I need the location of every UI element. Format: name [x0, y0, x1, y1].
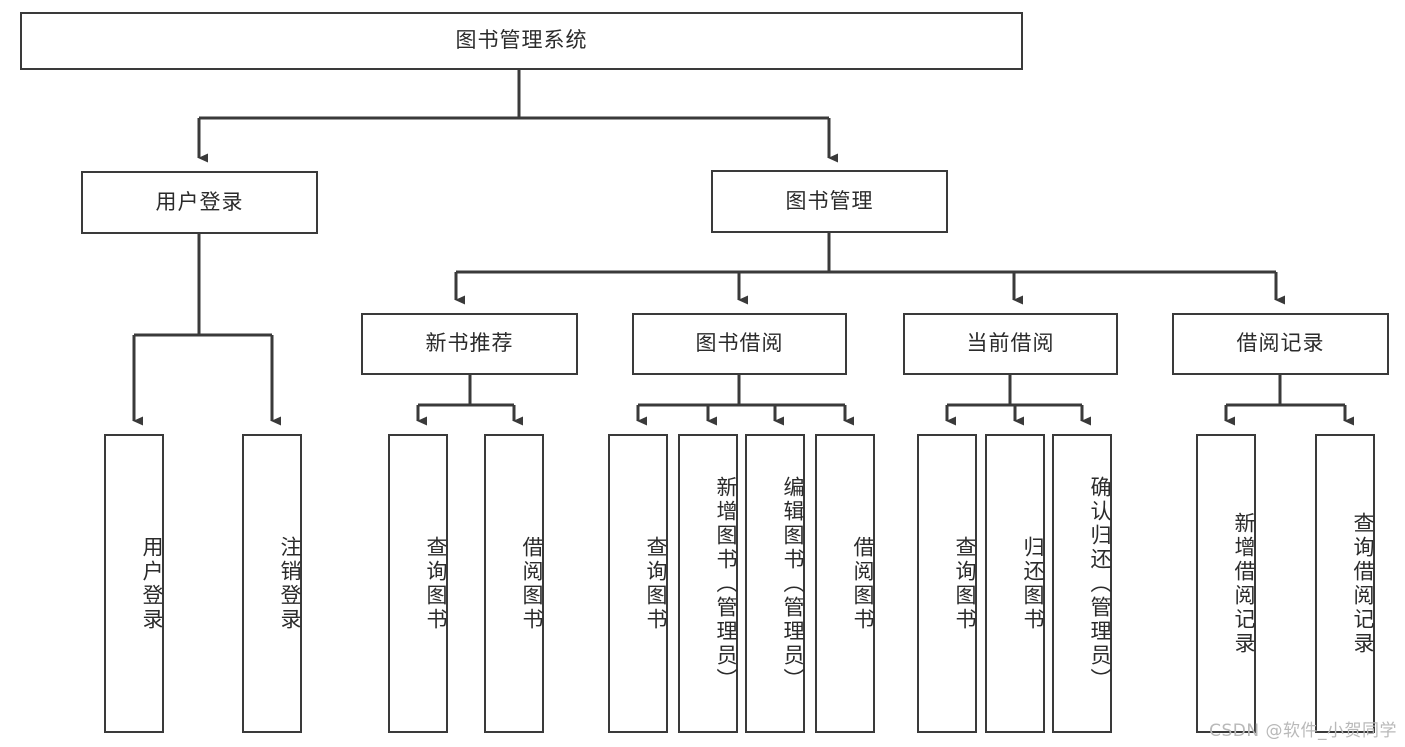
leaf-borrow-edit-book[interactable]: 编辑图书（管理员）	[745, 434, 805, 733]
node-current-borrow-label: 当前借阅	[966, 331, 1055, 356]
leaf-current-query-book[interactable]: 查询图书	[917, 434, 977, 733]
node-user-login[interactable]: 用户登录	[81, 171, 318, 234]
leaf-user-login-logout-label: 注销登录	[278, 535, 302, 632]
leaf-record-add[interactable]: 新增借阅记录	[1196, 434, 1256, 733]
node-new-book-recommend-label: 新书推荐	[425, 331, 514, 356]
leaf-current-return-book[interactable]: 归还图书	[985, 434, 1045, 733]
leaf-current-confirm-return[interactable]: 确认归还（管理员）	[1052, 434, 1112, 733]
node-borrow-record[interactable]: 借阅记录	[1172, 313, 1389, 375]
node-root-label: 图书管理系统	[455, 28, 588, 53]
leaf-borrow-query-book-label: 查询图书	[644, 535, 668, 632]
node-borrow-record-label: 借阅记录	[1236, 331, 1325, 356]
leaf-borrow-edit-book-label: 编辑图书（管理员）	[781, 475, 805, 692]
node-book-borrow[interactable]: 图书借阅	[632, 313, 847, 375]
leaf-borrow-borrow-book[interactable]: 借阅图书	[815, 434, 875, 733]
node-book-borrow-label: 图书借阅	[695, 331, 784, 356]
node-user-login-label: 用户登录	[155, 189, 244, 214]
leaf-current-query-book-label: 查询图书	[953, 535, 977, 632]
leaf-borrow-add-book[interactable]: 新增图书（管理员）	[678, 434, 738, 733]
leaf-borrow-add-book-label: 新增图书（管理员）	[714, 475, 738, 692]
leaf-new-book-query-label: 查询图书	[424, 535, 448, 632]
node-root[interactable]: 图书管理系统	[20, 12, 1023, 70]
leaf-new-book-borrow[interactable]: 借阅图书	[484, 434, 544, 733]
leaf-user-login-login-label: 用户登录	[140, 535, 164, 632]
leaf-current-return-book-label: 归还图书	[1021, 535, 1045, 632]
leaf-record-query-label: 查询借阅记录	[1351, 511, 1375, 656]
node-book-management[interactable]: 图书管理	[711, 170, 948, 233]
leaf-record-add-label: 新增借阅记录	[1232, 511, 1256, 656]
node-new-book-recommend[interactable]: 新书推荐	[361, 313, 578, 375]
node-current-borrow[interactable]: 当前借阅	[903, 313, 1118, 375]
leaf-current-confirm-return-label: 确认归还（管理员）	[1088, 475, 1112, 692]
node-book-management-label: 图书管理	[785, 188, 874, 213]
leaf-borrow-borrow-book-label: 借阅图书	[851, 535, 875, 632]
leaf-new-book-query[interactable]: 查询图书	[388, 434, 448, 733]
leaf-record-query[interactable]: 查询借阅记录	[1315, 434, 1375, 733]
leaf-user-login-logout[interactable]: 注销登录	[242, 434, 302, 733]
leaf-borrow-query-book[interactable]: 查询图书	[608, 434, 668, 733]
leaf-user-login-login[interactable]: 用户登录	[104, 434, 164, 733]
leaf-new-book-borrow-label: 借阅图书	[520, 535, 544, 632]
